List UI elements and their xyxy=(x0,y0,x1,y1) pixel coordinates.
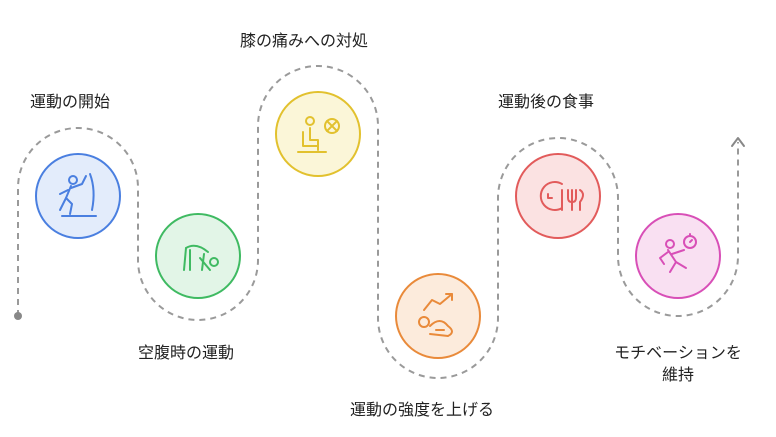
step-1-circle xyxy=(35,153,121,239)
clock-fork-icon xyxy=(539,181,584,211)
step-4-circle xyxy=(395,273,481,359)
step-4-label: 運動の強度を上げる xyxy=(350,400,495,419)
step-5-node xyxy=(515,153,601,239)
running-person-stopwatch-icon xyxy=(659,233,697,273)
seated-person-crossed-icon xyxy=(297,116,340,153)
climbing-person-icon xyxy=(59,173,97,217)
step-2-label: 空腹時の運動 xyxy=(138,343,235,362)
step-6-node xyxy=(635,213,721,299)
step-5-label: 運動後の食事 xyxy=(498,92,595,111)
lying-person-rising-arrow-icon xyxy=(418,293,453,337)
step-4-node xyxy=(395,273,481,359)
step-2-circle xyxy=(155,213,241,299)
dashed-connector-path xyxy=(17,65,739,379)
step-6-label-line-2: 維持 xyxy=(661,365,694,384)
step-6-label: モチベーションを 維持 xyxy=(598,342,758,386)
step-3-circle xyxy=(275,91,361,177)
step-3-node xyxy=(275,91,361,177)
step-1-label: 運動の開始 xyxy=(30,92,111,111)
step-6-label-line-1: モチベーションを xyxy=(614,343,742,362)
step-5-circle xyxy=(515,153,601,239)
bent-over-person-icon xyxy=(183,244,219,271)
step-1-node xyxy=(35,153,121,239)
step-2-node xyxy=(155,213,241,299)
arrow-head-icon xyxy=(731,137,745,147)
path-start-dot xyxy=(14,312,22,320)
step-3-label: 膝の痛みへの対処 xyxy=(240,31,369,50)
step-6-circle xyxy=(635,213,721,299)
